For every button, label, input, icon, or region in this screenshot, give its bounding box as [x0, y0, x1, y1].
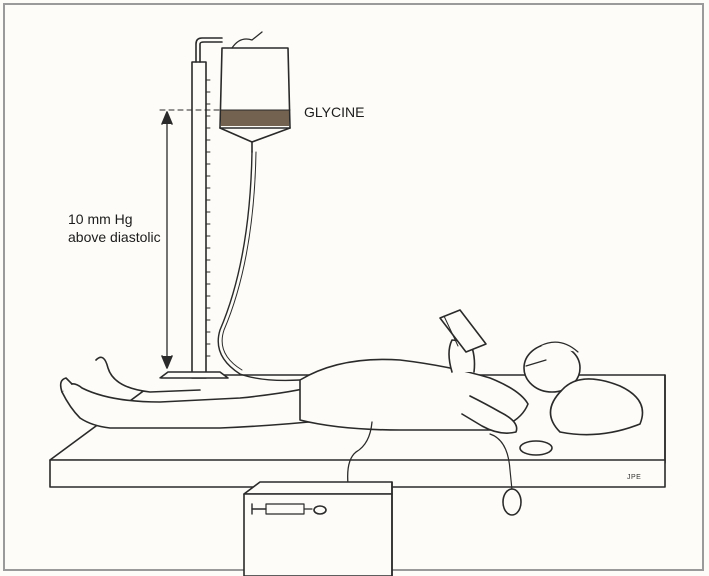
- side-stand: [244, 482, 392, 576]
- pressure-label: 10 mm Hg above diastolic: [68, 210, 161, 246]
- glycine-label: GLYCINE: [304, 103, 364, 121]
- iv-tubing: [218, 152, 300, 380]
- pressure-label-line1: 10 mm Hg: [68, 210, 161, 228]
- height-arrow: [162, 112, 172, 368]
- pressure-label-line2: above diastolic: [68, 228, 161, 246]
- patient: [61, 310, 643, 435]
- glycine-bag: [220, 32, 290, 152]
- manometer-stand: [160, 38, 228, 378]
- artist-signature: JPE: [627, 474, 641, 481]
